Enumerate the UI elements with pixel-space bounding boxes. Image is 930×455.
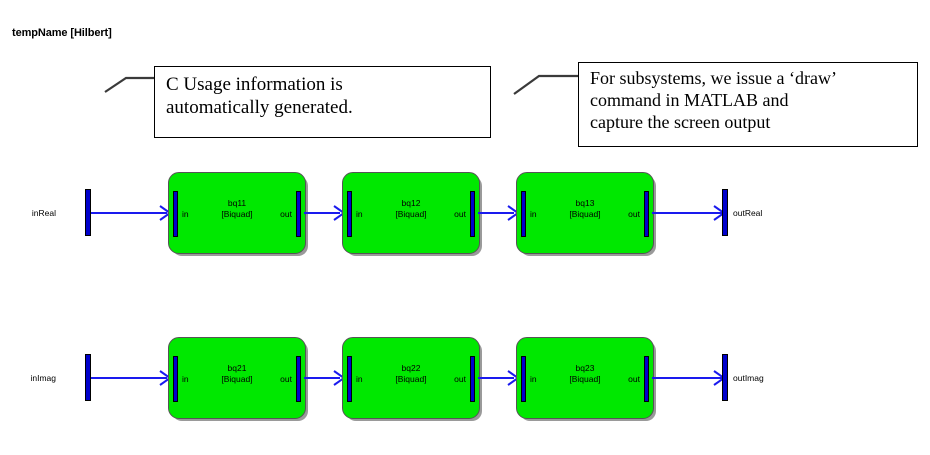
- block-outport-label-bq13: out: [628, 209, 640, 219]
- block-name-text-bq11: bq11: [227, 198, 247, 208]
- wire-bq22-to-bq23: [478, 377, 514, 379]
- block-outport-bar-bq23[interactable]: [644, 356, 649, 402]
- block-outport-label-bq21: out: [280, 374, 292, 384]
- callout-subsystems-line-3: capture the screen output: [590, 111, 771, 132]
- wire-inport-to-bq21: [91, 377, 167, 379]
- block-outport-bar-bq13[interactable]: [644, 191, 649, 237]
- block-inport-label-bq23: in: [530, 374, 537, 384]
- callout-subsystems-line-1: For subsystems, we issue a ‘draw’: [590, 68, 837, 88]
- outport-label-real: outReal: [733, 208, 763, 218]
- callout-c-usage-line-2: automatically generated.: [166, 97, 353, 119]
- callout-subsystems-line-2: command in MATLAB and: [590, 89, 789, 110]
- block-inport-bar-bq11[interactable]: [173, 191, 178, 237]
- callout-c-usage: C Usage information is automatically gen…: [154, 66, 491, 138]
- block-name-text-bq13: bq13: [575, 198, 595, 208]
- block-inport-bar-bq21[interactable]: [173, 356, 178, 402]
- block-outport-bar-bq21[interactable]: [296, 356, 301, 402]
- block-outport-label-bq23: out: [628, 374, 640, 384]
- block-name-text-bq12: bq12: [401, 198, 421, 208]
- wire-bq23-to-outport: [652, 377, 724, 379]
- wire-inport-to-bq11: [91, 212, 167, 214]
- subsystem-block-bq12[interactable]: in bq12 [Biquad] out: [342, 172, 480, 254]
- subsystem-block-bq23[interactable]: in bq23 [Biquad] out: [516, 337, 654, 419]
- block-inport-label-bq22: in: [356, 374, 363, 384]
- block-name-text-bq22: bq22: [401, 363, 421, 373]
- block-type-text-bq22: [Biquad]: [395, 373, 427, 384]
- block-label-bq21: bq21 [Biquad]: [169, 363, 305, 384]
- block-inport-label-bq21: in: [182, 374, 189, 384]
- block-type-text-bq21: [Biquad]: [221, 373, 253, 384]
- block-inport-bar-bq23[interactable]: [521, 356, 526, 402]
- block-type-text-bq12: [Biquad]: [395, 208, 427, 219]
- block-name-text-bq21: bq21: [227, 363, 247, 373]
- signal-chain-real: inReal in bq11 [Biquad] out in bq12 [Biq: [0, 166, 930, 276]
- block-type-text-bq11: [Biquad]: [221, 208, 253, 219]
- wire-bq11-to-bq12: [304, 212, 340, 214]
- block-type-text-bq13: [Biquad]: [569, 208, 601, 219]
- block-outport-bar-bq22[interactable]: [470, 356, 475, 402]
- subsystem-block-bq22[interactable]: in bq22 [Biquad] out: [342, 337, 480, 419]
- callout-leader-line-c-usage: [104, 72, 156, 96]
- inport-bar-imag[interactable]: [85, 354, 91, 401]
- block-label-bq12: bq12 [Biquad]: [343, 198, 479, 219]
- page-title: tempName [Hilbert]: [12, 27, 112, 39]
- block-outport-label-bq22: out: [454, 374, 466, 384]
- block-name-text-bq23: bq23: [575, 363, 595, 373]
- subsystem-block-bq13[interactable]: in bq13 [Biquad] out: [516, 172, 654, 254]
- block-label-bq22: bq22 [Biquad]: [343, 363, 479, 384]
- subsystem-block-bq21[interactable]: in bq21 [Biquad] out: [168, 337, 306, 419]
- wire-bq21-to-bq22: [304, 377, 340, 379]
- inport-bar-real[interactable]: [85, 189, 91, 236]
- block-type-text-bq23: [Biquad]: [569, 373, 601, 384]
- block-label-bq13: bq13 [Biquad]: [517, 198, 653, 219]
- wire-bq12-to-bq13: [478, 212, 514, 214]
- wire-bq13-to-outport: [652, 212, 724, 214]
- callout-subsystems: For subsystems, we issue a ‘draw’ comman…: [578, 62, 918, 147]
- outport-bar-imag[interactable]: [722, 354, 728, 401]
- block-inport-bar-bq12[interactable]: [347, 191, 352, 237]
- block-label-bq23: bq23 [Biquad]: [517, 363, 653, 384]
- callout-c-usage-line-1: C Usage information is: [166, 74, 343, 95]
- inport-label-imag: inImag: [30, 373, 56, 383]
- signal-chain-imag: inImag in bq21 [Biquad] out in bq22 [Biq: [0, 331, 930, 441]
- block-inport-label-bq13: in: [530, 209, 537, 219]
- block-outport-bar-bq12[interactable]: [470, 191, 475, 237]
- callout-leader-line-subsystems: [513, 70, 579, 98]
- block-outport-label-bq12: out: [454, 209, 466, 219]
- block-inport-bar-bq13[interactable]: [521, 191, 526, 237]
- block-outport-bar-bq11[interactable]: [296, 191, 301, 237]
- block-inport-label-bq12: in: [356, 209, 363, 219]
- block-inport-bar-bq22[interactable]: [347, 356, 352, 402]
- block-outport-label-bq11: out: [280, 209, 292, 219]
- outport-bar-real[interactable]: [722, 189, 728, 236]
- block-inport-label-bq11: in: [182, 209, 189, 219]
- inport-label-real: inReal: [31, 208, 56, 218]
- subsystem-block-bq11[interactable]: in bq11 [Biquad] out: [168, 172, 306, 254]
- outport-label-imag: outImag: [733, 373, 764, 383]
- block-label-bq11: bq11 [Biquad]: [169, 198, 305, 219]
